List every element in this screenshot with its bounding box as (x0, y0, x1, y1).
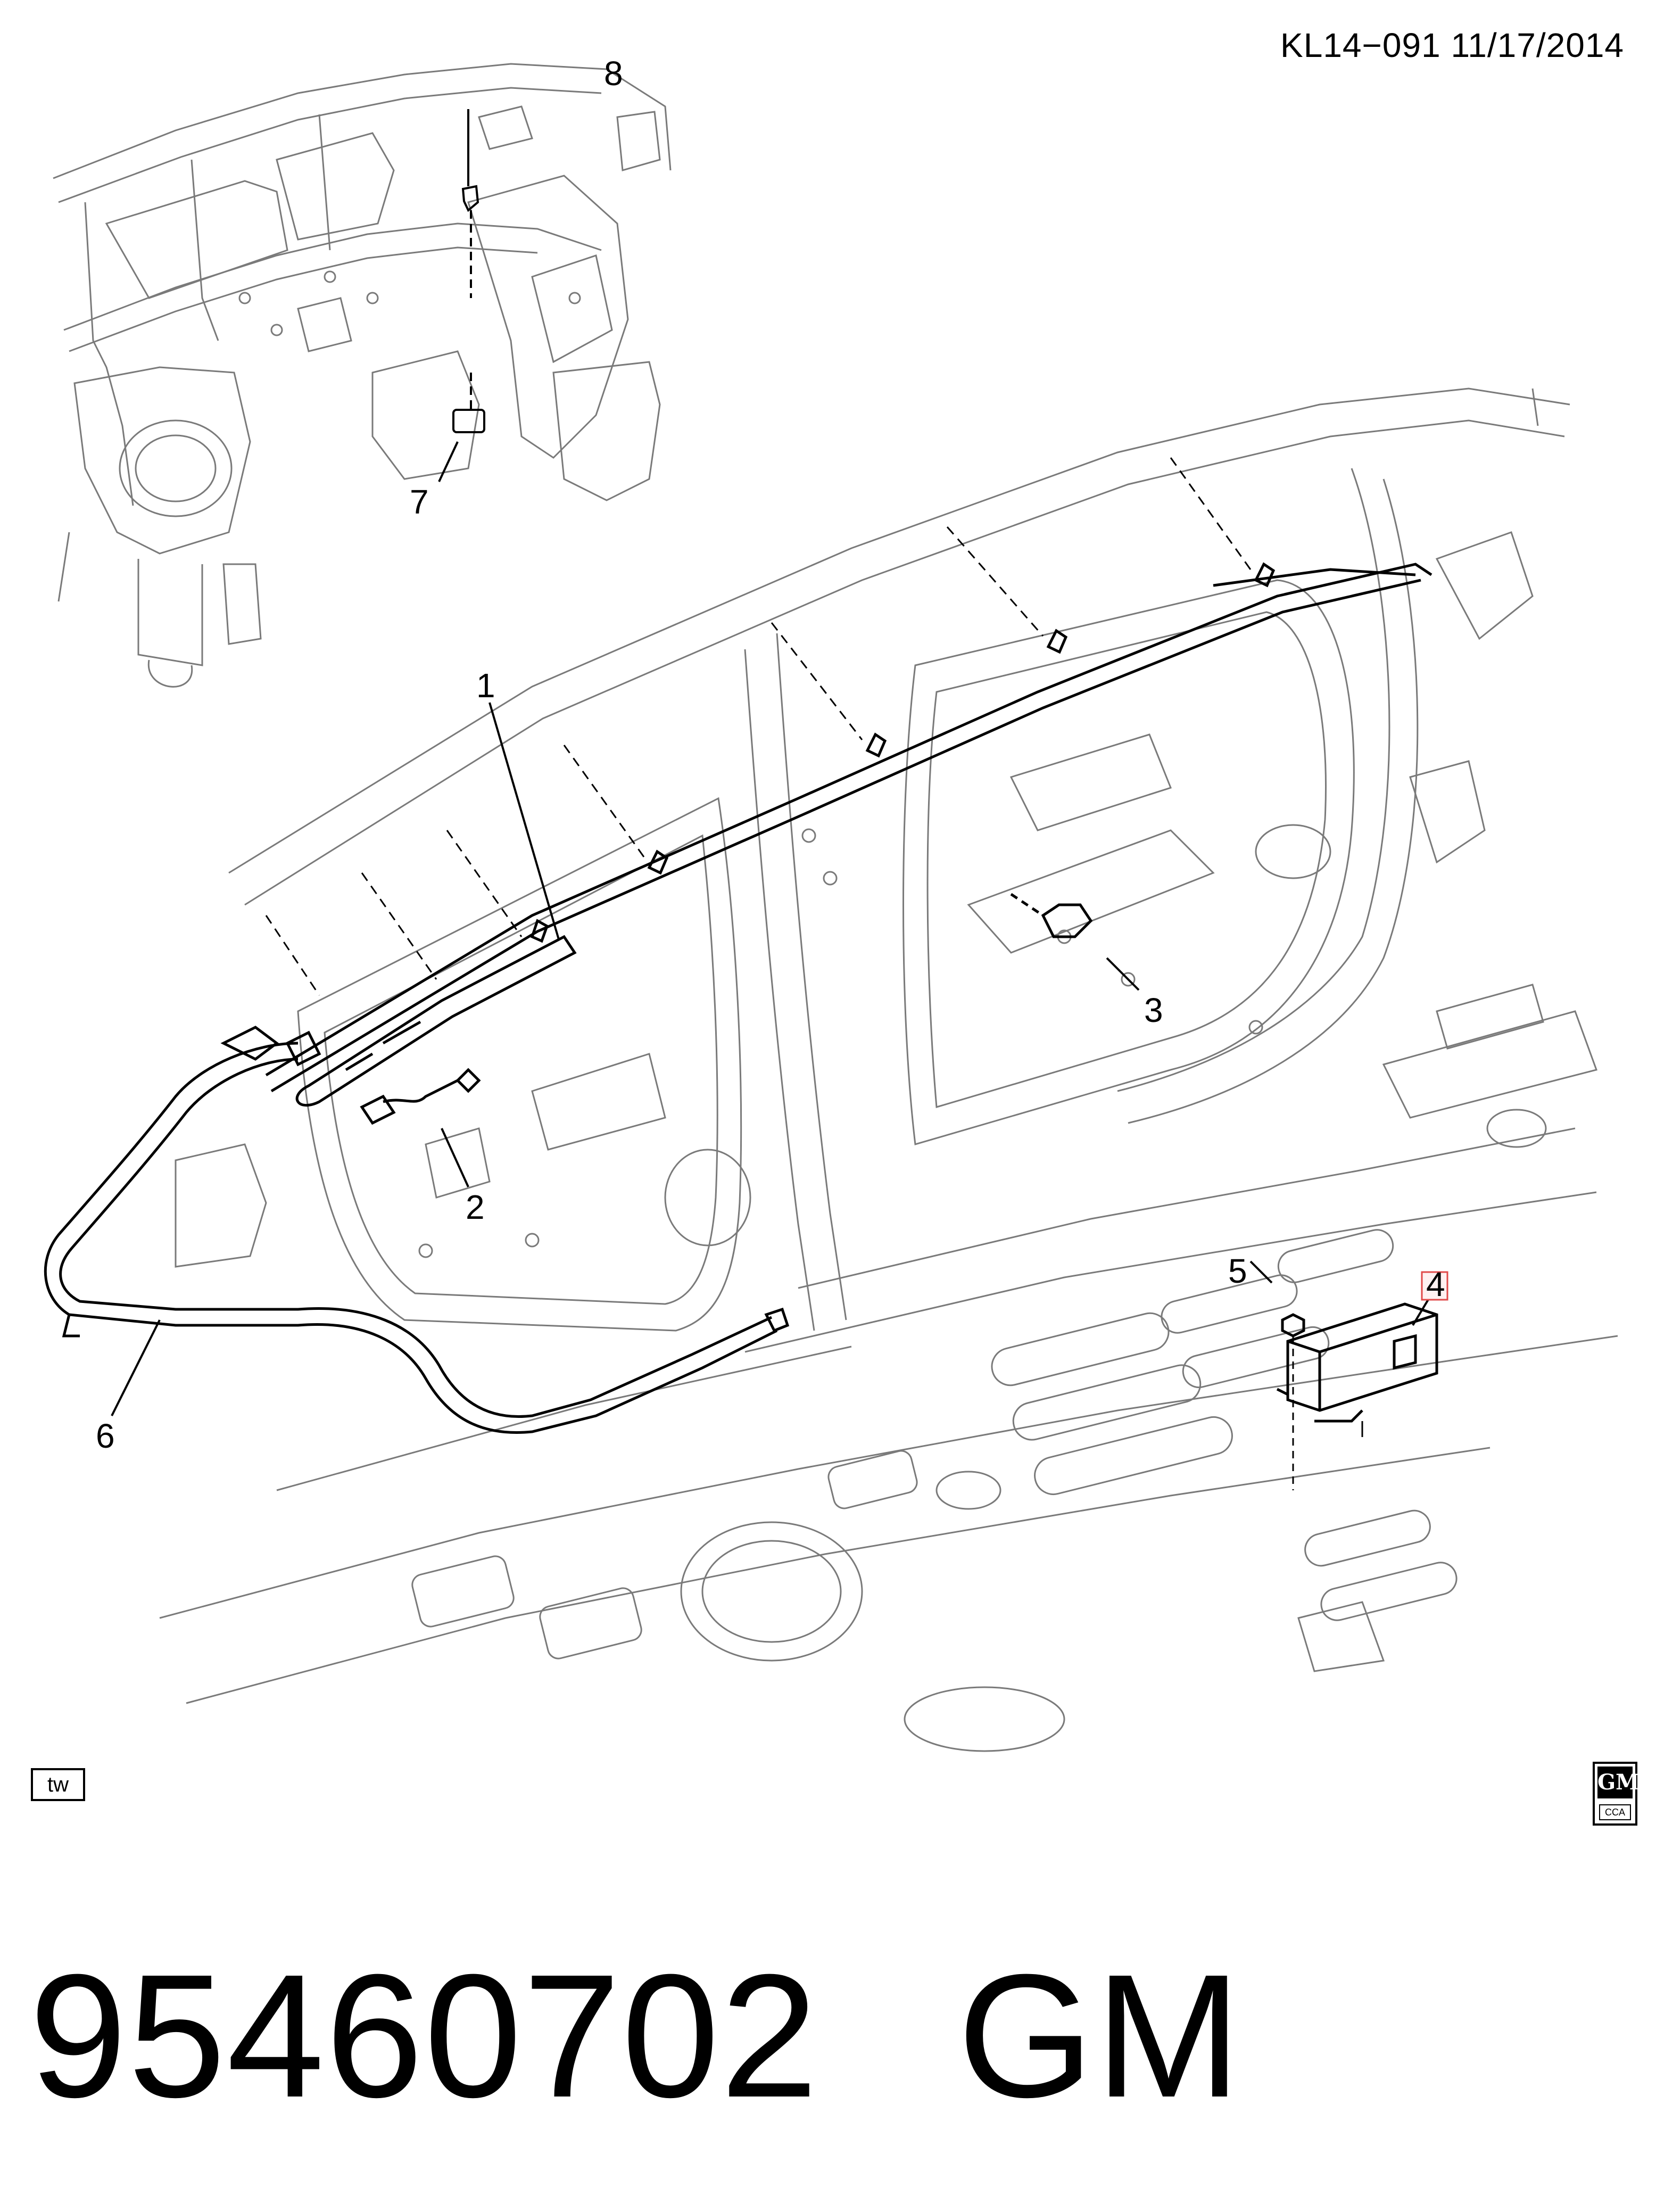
callout-6: 6 (96, 1417, 115, 1455)
gm-logo-mark: GM (1597, 1767, 1639, 1798)
callout-7: 7 (410, 483, 429, 521)
callout-8: 8 (604, 54, 623, 93)
gm-logo-cca: CCA (1599, 1804, 1631, 1820)
side-impact-sensor-2-icon (360, 1094, 396, 1125)
callout-leaders (111, 109, 1430, 1416)
roof-rail-airbag (265, 562, 1433, 1107)
harness-6-icon (44, 1042, 778, 1434)
callout-4-highlight (1421, 1271, 1448, 1301)
brand-label: GM (957, 1937, 1243, 2134)
airbag-harness (44, 1026, 790, 1434)
nut-5-icon (1281, 1313, 1305, 1338)
sensing-diagnostic-module (1276, 1302, 1438, 1490)
curtain-airbag-1-icon (295, 935, 577, 1107)
callout-1: 1 (476, 666, 495, 705)
diagram-reference-code: KL14−091 11/17/2014 (1280, 26, 1624, 64)
callout-4: 4 (1426, 1265, 1445, 1303)
callout-2: 2 (466, 1188, 485, 1226)
callout-3: 3 (1144, 991, 1163, 1029)
vehicle-body-outline (159, 387, 1618, 1752)
hanger-guide-lines (265, 457, 1252, 996)
inset-parts (452, 185, 485, 433)
bolt-8-icon (461, 185, 479, 212)
front-structure-inset (53, 63, 672, 688)
callout-5: 5 (1228, 1252, 1247, 1290)
tw-badge: tw (31, 1768, 85, 1801)
gm-logo: GM CCA (1593, 1762, 1639, 1826)
sdm-module-4-icon (1286, 1302, 1438, 1412)
parts-diagram: 1 2 3 4 5 6 7 8 (44, 54, 1618, 1752)
part-number: 95460702 (29, 1937, 819, 2134)
door-sensor-3 (1010, 893, 1093, 938)
impact-sensor-7-icon (452, 409, 485, 433)
